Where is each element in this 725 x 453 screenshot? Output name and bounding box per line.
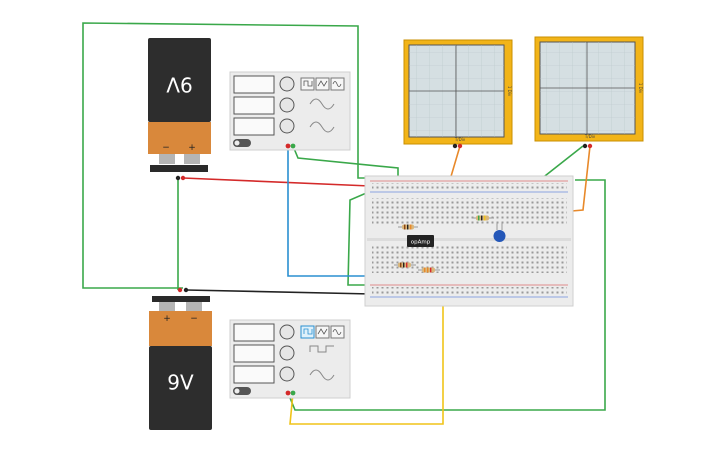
knob-icon[interactable] xyxy=(279,97,295,113)
square-wave-icon xyxy=(303,80,313,87)
square-wave-icon xyxy=(309,345,334,353)
triangle-wave-icon xyxy=(317,328,328,335)
battery-bottom-plus: + xyxy=(163,314,171,324)
sine-wave-icon xyxy=(332,81,342,87)
battery-top-minus: − xyxy=(162,143,170,153)
wire-green-left[interactable] xyxy=(347,187,379,286)
knob-icon[interactable] xyxy=(279,345,295,361)
terminal-positive[interactable] xyxy=(290,390,296,396)
battery-top-plus: + xyxy=(188,143,196,153)
wire-green-top-loop[interactable] xyxy=(82,22,365,289)
function-generator-bottom[interactable] xyxy=(229,319,351,399)
knob-icon[interactable] xyxy=(279,324,295,340)
knob-icon[interactable] xyxy=(279,76,295,92)
resistor-4[interactable] xyxy=(418,267,440,273)
breadboard[interactable] xyxy=(364,175,574,307)
opamp-chip[interactable]: opAmp xyxy=(407,235,434,247)
knob-icon[interactable] xyxy=(279,366,295,382)
wire-black-battery[interactable] xyxy=(185,289,373,295)
terminal-negative[interactable] xyxy=(582,143,588,149)
resistor-1[interactable] xyxy=(398,224,418,230)
battery-bottom-minus: − xyxy=(190,314,198,324)
terminal-negative[interactable] xyxy=(452,143,458,149)
resistor-3[interactable] xyxy=(394,262,416,268)
sine-wave-icon xyxy=(309,121,335,133)
sine-wave-icon xyxy=(309,98,335,110)
osc2-time-label: T/Div xyxy=(584,134,596,139)
sine-wave-button[interactable] xyxy=(330,77,345,91)
resistor-2[interactable] xyxy=(472,215,494,221)
terminal-positive[interactable] xyxy=(290,143,296,149)
wire-green-fg1[interactable] xyxy=(292,145,399,180)
wire-red-battery[interactable] xyxy=(182,177,371,187)
terminal-negative[interactable] xyxy=(285,390,291,396)
battery-bottom-label: 9V xyxy=(167,371,194,395)
function-generator-top[interactable] xyxy=(229,71,351,151)
terminal-positive[interactable] xyxy=(457,143,463,149)
oscilloscope-1[interactable]: 1 Div T/Div xyxy=(403,39,513,149)
terminal-negative[interactable] xyxy=(285,143,291,149)
knob-icon[interactable] xyxy=(279,118,295,134)
square-wave-icon xyxy=(303,328,313,335)
capacitor[interactable] xyxy=(493,222,506,242)
osc1-time-label: T/Div xyxy=(454,137,466,142)
oscilloscope-2[interactable]: 1 Div T/Div xyxy=(534,36,644,149)
opamp-label: opAmp xyxy=(411,240,431,246)
battery-top-label: 9V xyxy=(166,73,193,97)
sine-wave-button[interactable] xyxy=(330,325,345,339)
battery-top[interactable]: 9V − + xyxy=(148,38,211,181)
sine-wave-icon xyxy=(309,369,335,381)
sine-wave-icon xyxy=(332,329,342,335)
terminal-positive[interactable] xyxy=(587,143,593,149)
osc2-div-label: 1 Div xyxy=(638,83,643,94)
triangle-wave-icon xyxy=(317,80,328,87)
battery-bottom[interactable]: + − 9V xyxy=(149,287,212,430)
osc1-div-label: 1 Div xyxy=(507,86,512,97)
